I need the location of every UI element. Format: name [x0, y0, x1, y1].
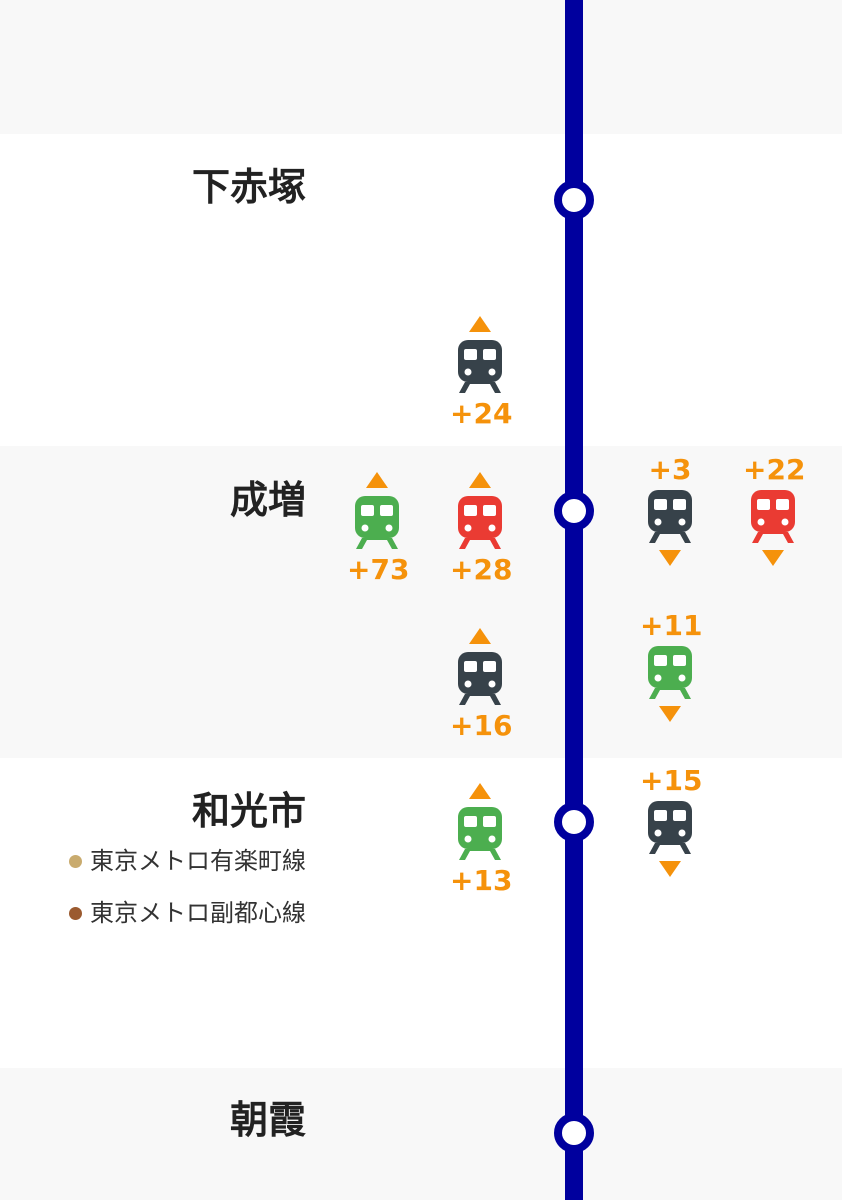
background-band: [0, 446, 842, 758]
station-name[interactable]: 朝霞: [229, 1098, 306, 1142]
up-arrow-icon: [469, 316, 491, 332]
delay-label: +3: [648, 453, 692, 486]
train-icon: [355, 496, 399, 549]
train-icon: [458, 340, 502, 393]
train-up[interactable]: +24: [450, 316, 513, 430]
train-up[interactable]: +16: [450, 628, 513, 742]
transfer-line: 東京メトロ有楽町線: [69, 849, 306, 873]
delay-label: +22: [743, 453, 806, 486]
up-arrow-icon: [469, 628, 491, 644]
transfer-line: 東京メトロ副都心線: [69, 901, 306, 925]
train-icon: [458, 496, 502, 549]
transfer-color-dot: [69, 906, 82, 920]
station-name[interactable]: 成増: [229, 478, 306, 522]
train-up[interactable]: +28: [450, 472, 513, 586]
delay-label: +24: [450, 397, 513, 430]
up-arrow-icon: [469, 472, 491, 488]
train-down[interactable]: +15: [640, 764, 703, 877]
train-down[interactable]: +11: [640, 609, 703, 722]
station-marker[interactable]: [554, 180, 594, 220]
up-arrow-icon: [366, 472, 388, 488]
station-name[interactable]: 下赤塚: [191, 165, 306, 209]
delay-label: +11: [640, 609, 703, 642]
station-name[interactable]: 和光市: [191, 789, 306, 833]
train-icon: [458, 652, 502, 705]
train-icon: [648, 801, 692, 854]
delay-label: +16: [450, 709, 513, 742]
delay-label: +73: [347, 553, 410, 586]
delay-label: +15: [640, 764, 703, 797]
route-line: [565, 0, 583, 1200]
train-icon: [751, 490, 795, 543]
up-arrow-icon: [469, 783, 491, 799]
station-marker[interactable]: [554, 1113, 594, 1153]
train-icon: [648, 490, 692, 543]
station-marker[interactable]: [554, 802, 594, 842]
down-arrow-icon: [659, 861, 681, 877]
train-icon: [458, 807, 502, 860]
transfer-line-name: 東京メトロ有楽町線: [90, 847, 306, 875]
down-arrow-icon: [762, 550, 784, 566]
down-arrow-icon: [659, 550, 681, 566]
delay-label: +28: [450, 553, 513, 586]
train-icon: [648, 646, 692, 699]
background-band: [0, 0, 842, 134]
train-down[interactable]: +3: [640, 456, 700, 566]
down-arrow-icon: [659, 706, 681, 722]
transfer-line-name: 東京メトロ副都心線: [90, 899, 306, 927]
station-marker[interactable]: [554, 491, 594, 531]
train-up[interactable]: +73: [347, 472, 410, 586]
delay-label: +13: [450, 864, 513, 897]
transfer-color-dot: [69, 854, 82, 868]
train-up[interactable]: +13: [450, 783, 513, 897]
background-band: [0, 1068, 842, 1200]
train-down[interactable]: +22: [743, 453, 806, 566]
